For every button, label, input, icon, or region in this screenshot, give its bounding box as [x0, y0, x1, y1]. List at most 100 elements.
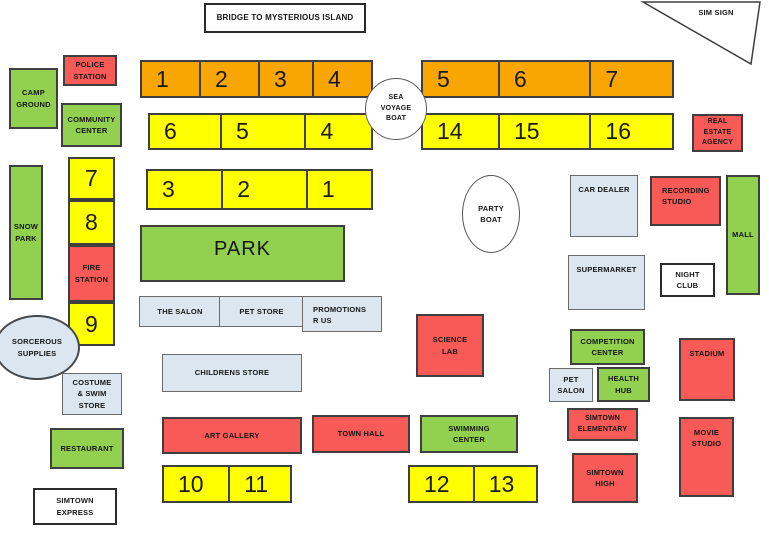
car-dealer: CAR DEALER	[570, 175, 638, 237]
community-center: COMMUNITY CENTER	[61, 103, 122, 147]
childrens-store: CHILDRENS STORE	[162, 354, 302, 392]
sim-sign-triangle	[640, 1, 761, 66]
park-label: PARK	[214, 237, 271, 260]
real-estate-agency: REAL ESTATE AGENCY	[692, 114, 743, 152]
simtown-high: SIMTOWN HIGH	[572, 453, 638, 503]
lot-y4: 4	[320, 118, 334, 144]
lot-15: 15	[500, 115, 592, 148]
real-estate-agency-label: REAL ESTATE AGENCY	[701, 118, 734, 147]
supermarket-label: SUPERMARKET	[576, 265, 637, 274]
supermarket: SUPERMARKET	[568, 255, 645, 310]
simtown-elementary-label: SIMTOWN ELEMENTARY	[577, 415, 628, 433]
lot-16: 16	[605, 118, 631, 144]
simtown-high-label: SIMTOWN HIGH	[586, 467, 624, 488]
sea-voyage-boat-label: SEA VOYAGE BOAT	[380, 94, 412, 123]
lot-3: 3	[260, 62, 314, 96]
lot-4: 4	[327, 65, 341, 92]
health-hub-label: HEALTH HUB	[607, 374, 640, 395]
community-center-label: COMMUNITY CENTER	[67, 114, 116, 135]
lot-row-yellow-sw: 10 11	[162, 465, 292, 503]
recording-studio: RECORDING STUDIO	[650, 176, 721, 226]
hill-lot-7: 7	[68, 157, 115, 200]
promotions-r-us: PROMOTIONS R US	[302, 296, 382, 332]
childrens-store-label: CHILDRENS STORE	[194, 368, 270, 378]
town-hall-label: TOWN HALL	[337, 429, 385, 439]
camp-ground: CAMP GROUND	[9, 68, 58, 129]
science-lab: SCIENCE LAB	[416, 314, 484, 377]
fire-station-label: FIRE STATION	[74, 263, 109, 284]
competition-center-label: COMPETITION CENTER	[580, 336, 635, 357]
pet-salon: PET SALON	[549, 368, 593, 402]
promotions-r-us-label: PROMOTIONS R US	[313, 305, 367, 326]
sorcerous-supplies-label: SORCEROUS SUPPLIES	[11, 337, 63, 358]
restaurant: RESTAURANT	[50, 428, 124, 469]
lot-y1: 1	[321, 176, 335, 202]
pet-salon-label: PET SALON	[557, 374, 585, 395]
lot-y5: 5	[222, 115, 307, 148]
sea-voyage-boat: SEA VOYAGE BOAT	[365, 78, 427, 140]
snow-park: SNOW PARK	[9, 165, 43, 300]
lot-y2: 2	[223, 171, 308, 208]
camp-ground-label: CAMP GROUND	[16, 88, 51, 109]
lot-14: 14	[423, 115, 500, 148]
art-gallery: ART GALLERY	[162, 417, 302, 454]
town-hall: TOWN HALL	[312, 415, 410, 453]
mall-label: MALL	[732, 230, 754, 240]
movie-studio: MOVIE STUDIO	[679, 417, 734, 497]
night-club-label: NIGHT CLUB	[675, 269, 700, 290]
the-salon: THE SALON	[139, 296, 221, 327]
lot-12: 12	[410, 467, 475, 501]
lot-row-yellow-mid-west: 6 5 4	[148, 113, 373, 150]
snow-park-label: SNOW PARK	[13, 222, 39, 243]
sim-sign-label: SIM SIGN	[698, 8, 734, 17]
science-lab-label: SCIENCE LAB	[432, 335, 468, 356]
the-salon-label: THE SALON	[157, 306, 203, 316]
costume-swim-store: COSTUME & SWIM STORE	[62, 373, 122, 415]
costume-swim-store-label: COSTUME & SWIM STORE	[72, 378, 112, 410]
lot-1: 1	[142, 62, 201, 96]
lot-2: 2	[201, 62, 260, 96]
lot-row-yellow-south: 3 2 1	[146, 169, 373, 210]
police-station-label: POLICE STATION	[73, 60, 107, 81]
park: PARK	[140, 225, 345, 282]
lot-6: 6	[500, 62, 592, 96]
restaurant-label: RESTAURANT	[60, 443, 114, 453]
lot-10: 10	[164, 467, 231, 501]
competition-center: COMPETITION CENTER	[570, 329, 645, 365]
party-boat-label: PARTY BOAT	[478, 203, 504, 224]
sim-sign: SIM SIGN	[638, 0, 766, 68]
night-club: NIGHT CLUB	[660, 263, 715, 297]
mall: MALL	[726, 175, 760, 295]
bridge-sign-label: BRIDGE TO MYSTERIOUS ISLAND	[216, 13, 354, 22]
party-boat: PARTY BOAT	[462, 175, 520, 253]
car-dealer-label: CAR DEALER	[578, 185, 630, 194]
lot-row-yellow-mid-east: 14 15 16	[421, 113, 674, 150]
hill-lot-8: 8	[68, 200, 115, 245]
lot-7-east: 7	[605, 65, 619, 92]
stadium: STADIUM	[679, 338, 735, 401]
fire-station: FIRE STATION	[68, 245, 115, 302]
police-station: POLICE STATION	[63, 55, 117, 86]
lot-row-orange-west: 1 2 3 4	[140, 60, 373, 98]
movie-studio-label: MOVIE STUDIO	[691, 428, 722, 449]
simtown-express-label: SIMTOWN EXPRESS	[56, 496, 94, 517]
pet-store-label: PET STORE	[239, 306, 284, 316]
pet-store: PET STORE	[219, 296, 304, 327]
lot-5: 5	[423, 62, 500, 96]
bridge-sign: BRIDGE TO MYSTERIOUS ISLAND	[204, 3, 366, 33]
lot-row-orange-east: 5 6 7	[421, 60, 674, 98]
recording-studio-label: RECORDING STUDIO	[662, 186, 710, 207]
lot-11: 11	[244, 470, 269, 497]
swimming-center: SWIMMING CENTER	[420, 415, 518, 453]
stadium-label: STADIUM	[689, 349, 725, 358]
art-gallery-label: ART GALLERY	[204, 430, 260, 440]
sorcerous-supplies: SORCEROUS SUPPLIES	[0, 315, 80, 380]
lot-y6: 6	[150, 115, 222, 148]
lot-y3: 3	[148, 171, 224, 208]
simtown-express: SIMTOWN EXPRESS	[33, 488, 117, 525]
swimming-center-label: SWIMMING CENTER	[448, 423, 490, 444]
simtown-elementary: SIMTOWN ELEMENTARY	[567, 408, 638, 441]
lot-13: 13	[488, 470, 515, 497]
health-hub: HEALTH HUB	[597, 367, 650, 402]
